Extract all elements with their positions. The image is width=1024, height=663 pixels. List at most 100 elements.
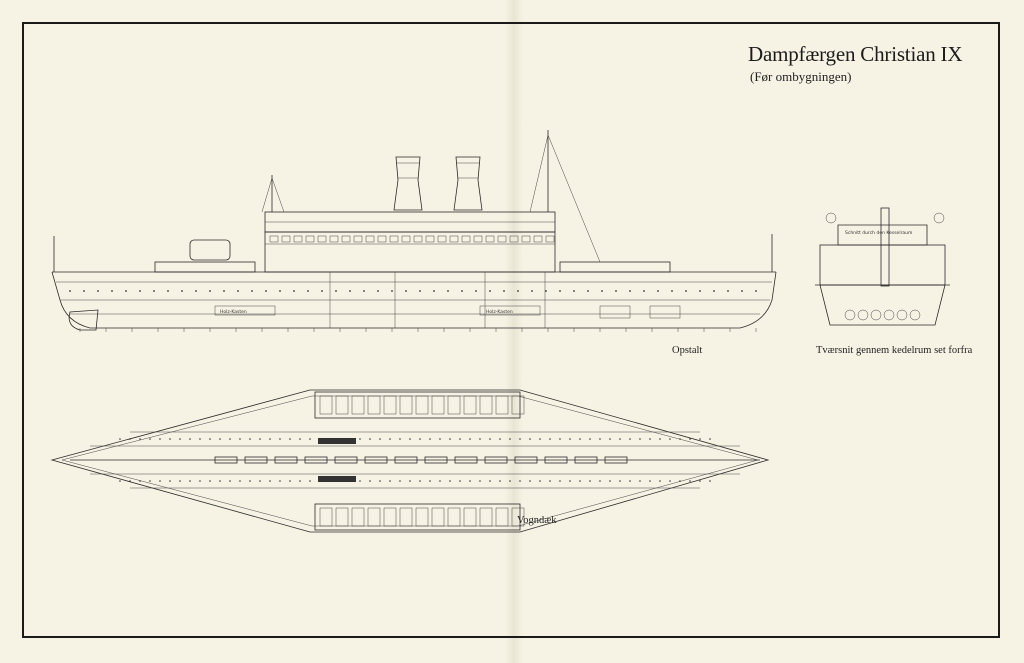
window bbox=[293, 235, 303, 243]
rail-marker bbox=[549, 480, 551, 482]
rail-marker bbox=[589, 438, 591, 440]
rail-marker bbox=[289, 438, 291, 440]
cabin bbox=[319, 507, 333, 527]
rail-marker bbox=[389, 438, 391, 440]
porthole bbox=[447, 290, 449, 292]
rail-marker bbox=[539, 480, 541, 482]
cabin bbox=[367, 395, 381, 415]
rail-marker bbox=[219, 480, 221, 482]
porthole bbox=[321, 290, 323, 292]
rail-marker bbox=[429, 438, 431, 440]
rail-marker bbox=[429, 480, 431, 482]
rail-marker bbox=[119, 480, 121, 482]
rail-marker bbox=[569, 438, 571, 440]
rail-marker bbox=[479, 438, 481, 440]
deck-plan bbox=[50, 389, 770, 533]
porthole bbox=[377, 290, 379, 292]
porthole bbox=[419, 290, 421, 292]
rail-marker bbox=[409, 480, 411, 482]
porthole bbox=[545, 290, 547, 292]
porthole bbox=[559, 290, 561, 292]
rail-marker bbox=[509, 480, 511, 482]
window bbox=[329, 235, 339, 243]
cabin bbox=[431, 507, 445, 527]
porthole bbox=[223, 290, 225, 292]
rail-marker bbox=[589, 480, 591, 482]
rail-marker bbox=[229, 480, 231, 482]
porthole bbox=[195, 290, 197, 292]
rail-marker bbox=[169, 438, 171, 440]
window bbox=[533, 235, 543, 243]
rail-marker bbox=[659, 438, 661, 440]
window bbox=[389, 235, 399, 243]
deck-hatch bbox=[454, 456, 478, 464]
cabin bbox=[399, 507, 413, 527]
rail-marker bbox=[329, 480, 331, 482]
deck-hatch bbox=[274, 456, 298, 464]
porthole bbox=[699, 290, 701, 292]
rail-marker bbox=[229, 438, 231, 440]
rail-marker bbox=[149, 480, 151, 482]
rail-marker bbox=[619, 480, 621, 482]
cross-section-label: Tværsnit gennem kedelrum set forfra bbox=[816, 345, 973, 356]
deck-hatch bbox=[214, 456, 238, 464]
rail-marker bbox=[209, 480, 211, 482]
porthole bbox=[97, 290, 99, 292]
rail-marker bbox=[279, 480, 281, 482]
rail-marker bbox=[199, 438, 201, 440]
rail-marker bbox=[509, 438, 511, 440]
rail-marker bbox=[479, 480, 481, 482]
rail-marker bbox=[239, 480, 241, 482]
rail-marker bbox=[699, 438, 701, 440]
cabin bbox=[463, 507, 477, 527]
window bbox=[425, 235, 435, 243]
rail-marker bbox=[249, 438, 251, 440]
porthole bbox=[489, 290, 491, 292]
cabin bbox=[447, 395, 461, 415]
cabin bbox=[495, 507, 509, 527]
rail-marker bbox=[359, 480, 361, 482]
drawing-title: Dampfærgen Christian IX bbox=[748, 42, 963, 66]
porthole bbox=[363, 290, 365, 292]
porthole bbox=[755, 290, 757, 292]
porthole bbox=[111, 290, 113, 292]
rail-marker bbox=[649, 480, 651, 482]
porthole bbox=[531, 290, 533, 292]
porthole bbox=[517, 290, 519, 292]
porthole bbox=[251, 290, 253, 292]
rail-marker bbox=[469, 438, 471, 440]
rail-marker bbox=[259, 480, 261, 482]
rail-marker bbox=[369, 438, 371, 440]
rail-marker bbox=[189, 438, 191, 440]
porthole bbox=[601, 290, 603, 292]
rail-marker bbox=[239, 438, 241, 440]
cabin bbox=[335, 507, 349, 527]
rail-marker bbox=[179, 480, 181, 482]
rail-marker bbox=[649, 438, 651, 440]
rail-marker bbox=[519, 480, 521, 482]
deck-hatch bbox=[544, 456, 568, 464]
svg-text:Holz-Kasten: Holz-Kasten bbox=[486, 309, 513, 315]
rail-marker bbox=[129, 480, 131, 482]
rail-marker bbox=[159, 480, 161, 482]
rail-marker bbox=[419, 438, 421, 440]
side-elevation: Holz-Kasten Holz-Kasten bbox=[51, 130, 777, 332]
window bbox=[497, 235, 507, 243]
rail-marker bbox=[289, 480, 291, 482]
rail-marker bbox=[159, 438, 161, 440]
cabin bbox=[383, 395, 397, 415]
rail-marker bbox=[369, 480, 371, 482]
rail-marker bbox=[359, 438, 361, 440]
window bbox=[449, 235, 459, 243]
window bbox=[473, 235, 483, 243]
rail-marker bbox=[299, 438, 301, 440]
porthole bbox=[237, 290, 239, 292]
rail-marker bbox=[149, 438, 151, 440]
rail-marker bbox=[339, 480, 341, 482]
rail-marker bbox=[459, 480, 461, 482]
porthole bbox=[335, 290, 337, 292]
rail-marker bbox=[619, 438, 621, 440]
rail-marker bbox=[669, 438, 671, 440]
cabin bbox=[447, 507, 461, 527]
rail-marker bbox=[269, 480, 271, 482]
